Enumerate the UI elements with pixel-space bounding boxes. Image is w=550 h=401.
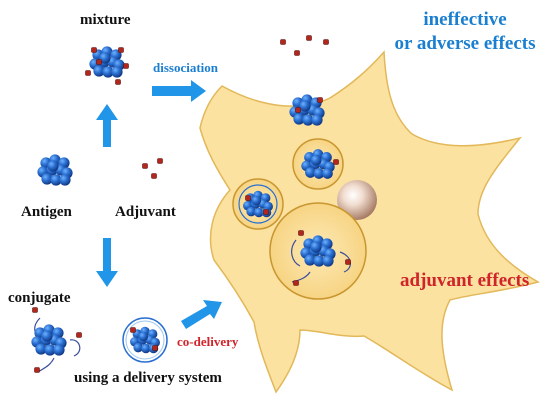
adjuvant-particle-icon — [333, 159, 339, 165]
adjuvant-particle-icon — [263, 209, 269, 215]
antigen-cluster-icon — [31, 324, 67, 356]
endosome-icon — [238, 184, 278, 224]
flow-arrow-icon — [96, 80, 222, 329]
adjuvant-particle-icon — [157, 158, 163, 164]
adjuvant-particle-icon — [295, 107, 301, 113]
nucleus — [337, 180, 377, 220]
antigen-cluster-icon — [300, 235, 336, 267]
antigen-cluster-icon — [301, 149, 335, 179]
adjuvant-particle-icon — [306, 35, 312, 41]
adjuvant-particle-icon — [293, 280, 299, 286]
ineffective-label-line1: ineffective — [423, 9, 507, 30]
conjugate-label: conjugate — [8, 290, 71, 306]
adjuvant-particle-icon — [115, 79, 121, 85]
adjuvant-particle-icon — [76, 332, 82, 338]
adjuvant-particle-icon — [152, 345, 158, 351]
adjuvant-particle-icon — [85, 70, 91, 76]
adjuvant-effects-label: adjuvant effects — [400, 270, 530, 291]
adjuvant-particle-icon — [130, 327, 136, 333]
dendritic-cell-icon — [199, 50, 540, 394]
antigen-label: Antigen — [21, 204, 72, 220]
adjuvant-particle-icon — [151, 173, 157, 179]
ineffective-label-line2: or adverse effects — [394, 33, 536, 54]
adjuvant-particle-icon — [280, 39, 286, 45]
adjuvant-particle-icon — [96, 59, 102, 65]
adjuvant-particle-icon — [123, 63, 129, 69]
adjuvant-particle-icon — [294, 50, 300, 56]
antigen-cluster-icon — [289, 94, 325, 126]
co-delivery-label: co-delivery — [177, 334, 239, 349]
adjuvant-particle-icon — [142, 163, 148, 169]
delivery-system-icon — [125, 320, 165, 360]
adjuvant-particle-icon — [298, 230, 304, 236]
adjuvant-particle-icon — [34, 367, 40, 373]
adjuvant-particle-icon — [91, 47, 97, 53]
adjuvant-particle-icon — [245, 195, 251, 201]
mixture-label: mixture — [80, 12, 131, 28]
adjuvant-particle-icon — [32, 307, 38, 313]
dissociation-label: dissociation — [153, 60, 219, 75]
adjuvant-particle-icon — [118, 47, 124, 53]
adjuvant-particle-icon — [323, 39, 329, 45]
delivery-system-label: using a delivery system — [74, 370, 222, 386]
adjuvant-particle-icon — [345, 259, 351, 265]
adjuvant-particle-icon — [317, 97, 323, 103]
adjuvant-label: Adjuvant — [115, 204, 176, 220]
antigen-cluster-icon — [37, 154, 73, 186]
